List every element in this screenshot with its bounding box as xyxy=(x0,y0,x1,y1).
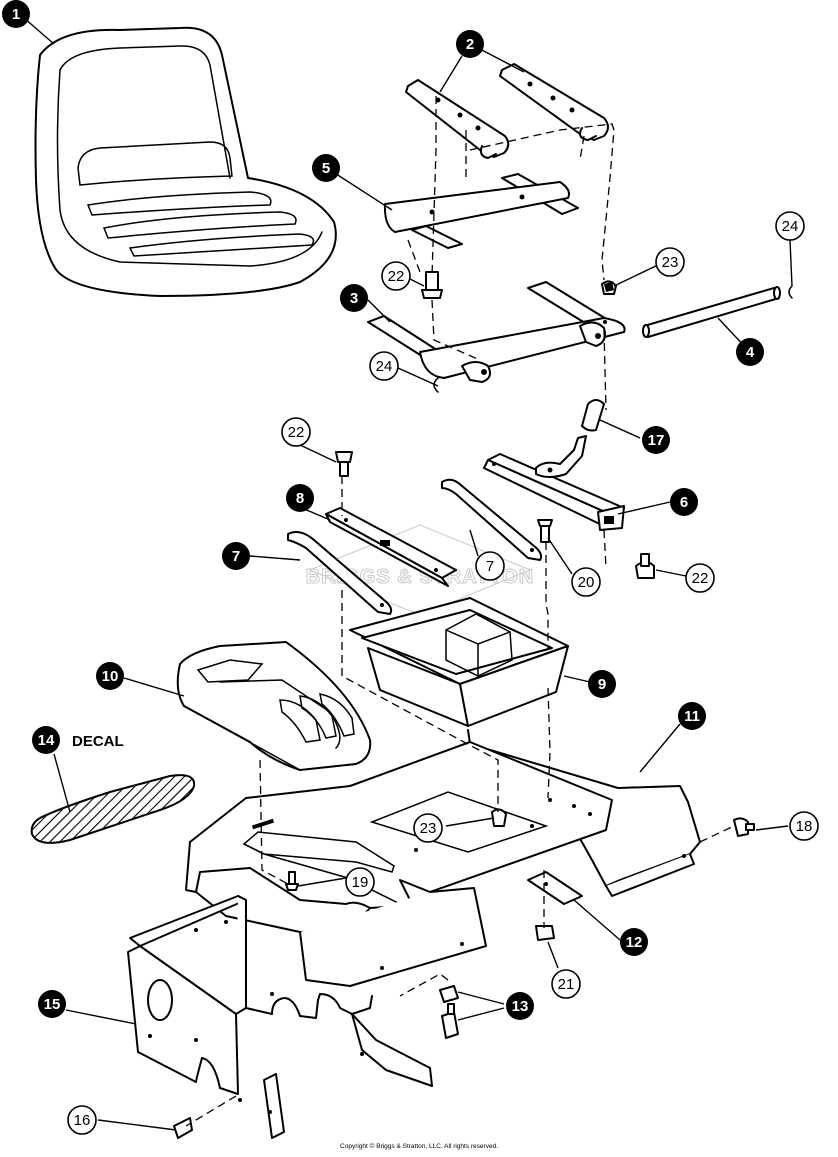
callout-7-right: 7 xyxy=(475,551,505,581)
pivot-rod xyxy=(642,286,781,338)
frame-plate xyxy=(127,895,433,1139)
callout-5: 5 xyxy=(312,154,340,182)
copyright-notice: Copyright © Briggs & Stratton, LLC. All … xyxy=(340,1142,498,1150)
battery-tray xyxy=(349,597,569,727)
svg-text:23: 23 xyxy=(420,820,437,837)
svg-text:13: 13 xyxy=(512,998,529,1015)
svg-text:7: 7 xyxy=(232,548,240,565)
screw-16 xyxy=(173,1117,193,1139)
svg-text:20: 20 xyxy=(578,574,595,591)
alignment-lines xyxy=(185,96,735,1127)
svg-text:2: 2 xyxy=(466,36,474,53)
seat-support-strap-left xyxy=(287,531,393,615)
bolt-upper xyxy=(421,271,443,299)
seat-mounting-plate xyxy=(383,173,579,249)
callout-8: 8 xyxy=(286,484,314,512)
svg-text:8: 8 xyxy=(296,490,304,507)
decal xyxy=(30,774,196,844)
svg-text:22: 22 xyxy=(288,424,305,441)
callout-20: 20 xyxy=(571,567,601,597)
adjuster-handle-grip xyxy=(581,399,605,432)
leader-lines xyxy=(23,17,793,1131)
svg-text:3: 3 xyxy=(350,290,358,307)
svg-text:23: 23 xyxy=(662,254,679,271)
retaining-clips xyxy=(433,285,793,393)
screw-19 xyxy=(285,871,299,891)
svg-text:17: 17 xyxy=(648,432,665,449)
callout-12: 12 xyxy=(620,928,648,956)
svg-text:1: 1 xyxy=(12,6,20,23)
callout-23-top: 23 xyxy=(655,247,685,277)
callout-10: 10 xyxy=(96,662,124,690)
callout-1: 1 xyxy=(2,0,30,28)
svg-text:24: 24 xyxy=(782,218,799,235)
svg-text:22: 22 xyxy=(388,268,405,285)
svg-text:4: 4 xyxy=(746,344,755,361)
callout-15: 15 xyxy=(38,990,66,1018)
callout-2: 2 xyxy=(456,30,484,58)
seat-support-strap-right xyxy=(441,478,543,561)
callout-17: 17 xyxy=(642,426,670,454)
svg-text:14: 14 xyxy=(38,732,55,749)
svg-text:19: 19 xyxy=(352,874,369,891)
svg-text:9: 9 xyxy=(598,676,606,693)
nut-lower xyxy=(491,808,507,827)
bolt-left xyxy=(335,451,353,477)
callout-7-left: 7 xyxy=(222,542,250,570)
callout-14: 14 xyxy=(32,726,60,754)
seat-rail-bracket xyxy=(325,507,457,587)
decal-label: DECAL xyxy=(72,733,124,750)
svg-text:7: 7 xyxy=(486,558,494,575)
bracket-12 xyxy=(527,871,583,905)
svg-text:11: 11 xyxy=(684,708,700,725)
callout-6: 6 xyxy=(670,488,698,516)
callout-19: 19 xyxy=(345,867,375,897)
svg-text:5: 5 xyxy=(322,160,330,177)
screw-20 xyxy=(537,519,553,543)
svg-text:16: 16 xyxy=(74,1112,91,1129)
svg-text:15: 15 xyxy=(44,996,61,1013)
bolt-right xyxy=(635,553,655,579)
callout-11: 11 xyxy=(678,702,706,730)
body-fender xyxy=(185,729,701,987)
callout-4: 4 xyxy=(736,338,764,366)
seat-slide-rail xyxy=(483,435,625,531)
svg-text:18: 18 xyxy=(796,818,813,835)
callout-21: 21 xyxy=(551,969,581,999)
svg-text:10: 10 xyxy=(102,668,119,685)
callout-16: 16 xyxy=(67,1105,97,1135)
svg-text:22: 22 xyxy=(692,570,709,587)
callout-22-left: 22 xyxy=(281,417,311,447)
callout-13: 13 xyxy=(506,992,534,1020)
callout-3: 3 xyxy=(340,284,368,312)
console-cover xyxy=(176,641,372,771)
callout-18: 18 xyxy=(789,811,819,841)
bolt-13 xyxy=(439,985,459,1039)
svg-text:12: 12 xyxy=(626,934,643,951)
bolt-18 xyxy=(733,817,755,837)
callout-22-right: 22 xyxy=(685,563,715,593)
seat-pivot-bracket xyxy=(367,281,626,383)
seat xyxy=(34,26,337,297)
svg-text:24: 24 xyxy=(376,358,393,375)
svg-text:21: 21 xyxy=(558,976,575,993)
callout-24-mid: 24 xyxy=(369,351,399,381)
callout-24-top: 24 xyxy=(775,211,805,241)
nut-21 xyxy=(535,925,555,941)
nut-upper xyxy=(601,280,617,295)
callout-22-top: 22 xyxy=(381,261,411,291)
callout-9: 9 xyxy=(588,670,616,698)
seat-hinge-brackets xyxy=(405,63,609,159)
svg-text:6: 6 xyxy=(680,494,688,511)
callout-23-lower: 23 xyxy=(413,813,443,843)
